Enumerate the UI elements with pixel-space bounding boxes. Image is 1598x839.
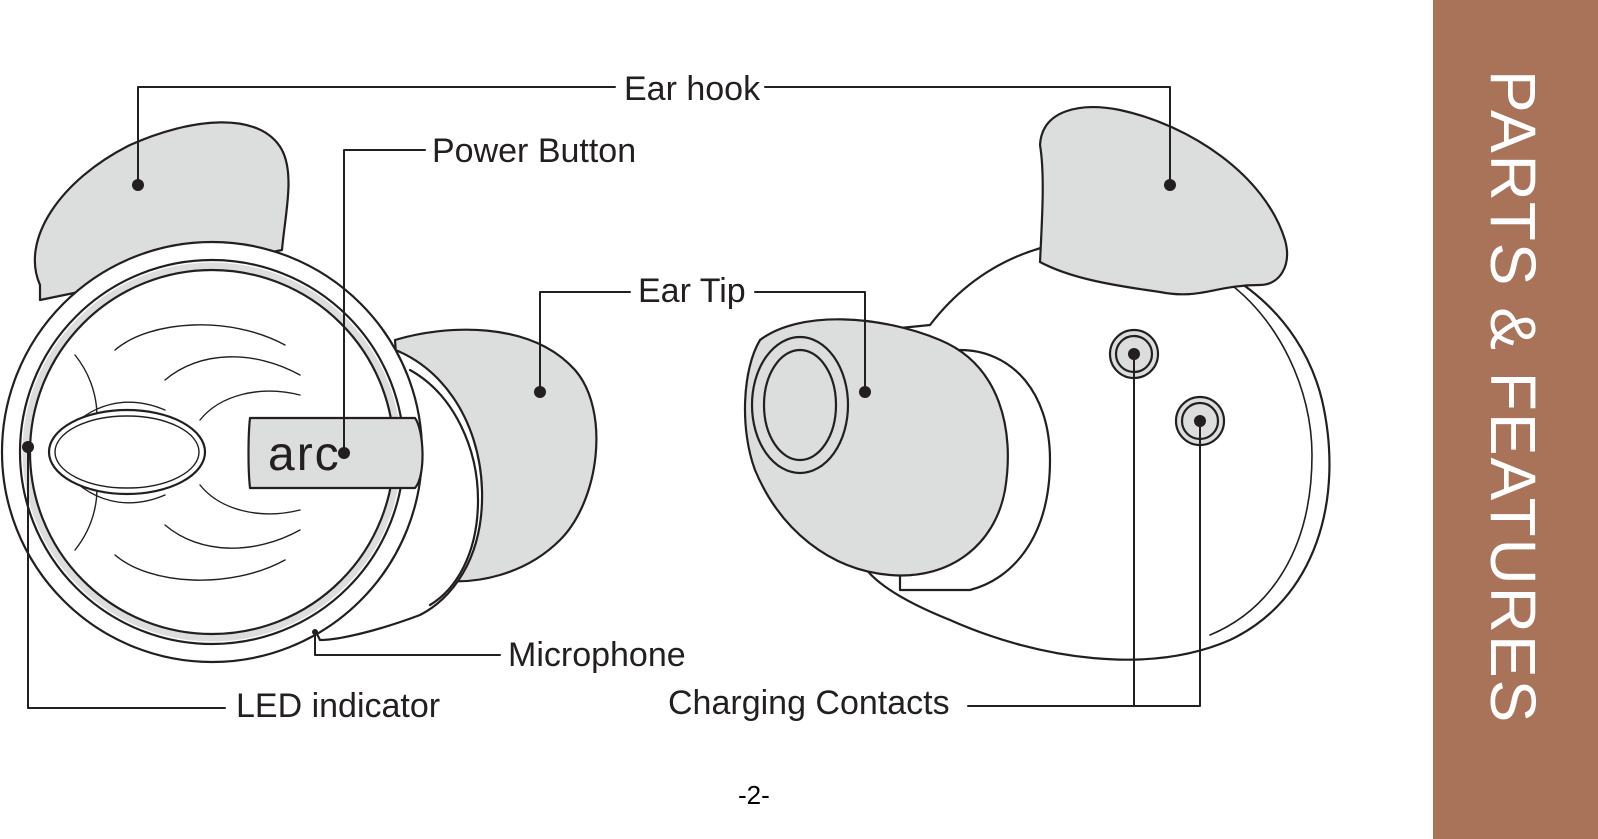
- brand-logo: arc: [268, 428, 341, 481]
- right-earbud: [745, 107, 1329, 659]
- label-ear-tip: Ear Tip: [638, 274, 746, 308]
- section-title: PARTS & FEATURES: [1476, 70, 1550, 724]
- label-charging-contacts: Charging Contacts: [668, 686, 950, 720]
- label-ear-hook: Ear hook: [624, 72, 760, 106]
- section-side-tab: PARTS & FEATURES: [1433, 0, 1598, 839]
- page-number: -2-: [738, 780, 770, 811]
- left-earbud: arc: [2, 122, 596, 662]
- label-led-indicator: LED indicator: [236, 689, 440, 723]
- label-power-button: Power Button: [432, 134, 636, 168]
- right-ear-hook: [1040, 107, 1287, 294]
- label-microphone: Microphone: [508, 638, 686, 672]
